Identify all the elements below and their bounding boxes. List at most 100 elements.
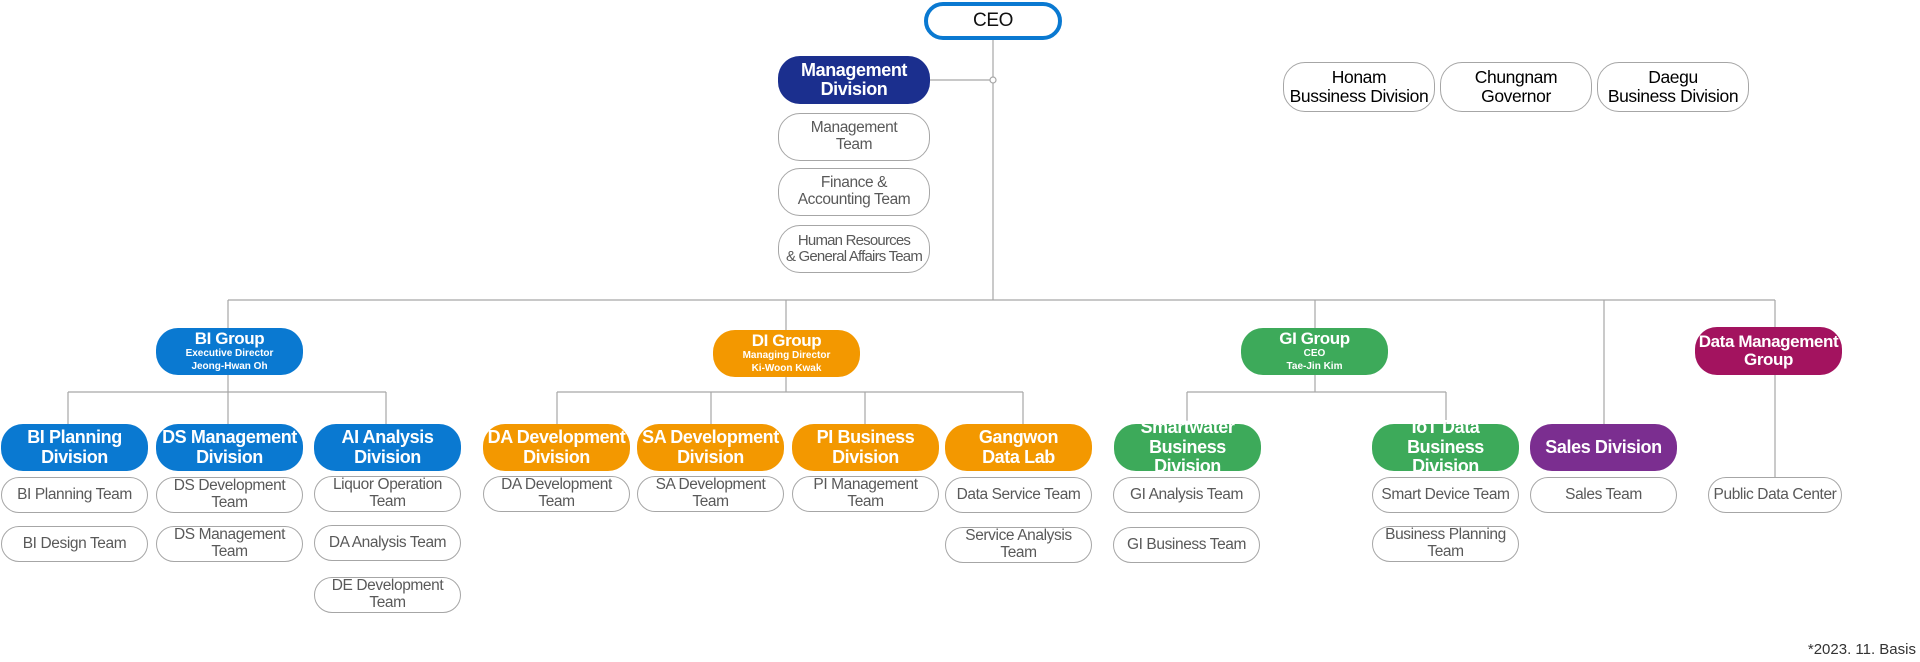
management-team-line1: Management	[810, 119, 898, 137]
gi-group-box: GI Group CEO Tae-Jin Kim	[1241, 328, 1388, 375]
ds-management-team-line1: DS Management	[173, 526, 286, 544]
di-group-name: DI Group	[751, 330, 822, 350]
sa-development-team: SA Development Team	[637, 476, 784, 512]
data-management-group-box: Data Management Group	[1695, 327, 1842, 375]
bi-planning-line1: BI Planning	[27, 427, 122, 448]
business-planning-team: Business Planning Team	[1372, 526, 1519, 562]
management-division-box: Management Division	[778, 56, 930, 104]
business-planning-team-line1: Business Planning	[1385, 526, 1506, 544]
da-analysis-team: DA Analysis Team	[314, 525, 461, 561]
gangwon-line2: Data Lab	[982, 446, 1055, 467]
pi-business-line2: Division	[832, 446, 899, 467]
data-service-team: Data Service Team	[945, 477, 1092, 513]
bi-group-name: BI Group	[194, 328, 265, 348]
sales-team: Sales Team	[1530, 477, 1677, 513]
ds-management-line2: Division	[196, 446, 263, 467]
business-planning-team-line2: Team	[1427, 543, 1464, 560]
de-development-team: DE Development Team	[314, 577, 461, 613]
da-development-team-line1: DA Development	[501, 476, 612, 494]
ds-management-team: DS Management Team	[156, 526, 303, 562]
ds-management-team-line2: Team	[211, 543, 248, 560]
smart-device-team-label: Smart Device Team	[1381, 485, 1510, 503]
finance-accounting-team: Finance & Accounting Team	[778, 168, 930, 216]
sa-development-division: SA Development Division	[637, 424, 784, 471]
public-data-center-label: Public Data Center	[1713, 485, 1837, 503]
gi-group-role: CEO	[1303, 348, 1326, 360]
pi-management-team-line2: Team	[847, 493, 884, 510]
sa-development-team-line2: Team	[692, 493, 729, 510]
bi-group-box: BI Group Executive Director Jeong-Hwan O…	[156, 328, 303, 375]
honam-business-division: Honam Bussiness Division	[1283, 62, 1435, 112]
honam-line2: Bussiness Division	[1289, 86, 1429, 106]
service-analysis-team-label: Service Analysis Team	[965, 527, 1072, 561]
smartwater-line1: Smartwater	[1140, 417, 1235, 438]
hr-team-line1: Human Resources	[797, 231, 911, 249]
iot-line2: Division	[1412, 456, 1479, 477]
chungnam-governor: Chungnam Governor	[1440, 62, 1592, 112]
de-development-team-line1: DE Development	[331, 577, 444, 595]
ai-analysis-line2: Division	[354, 446, 421, 467]
junction-dot	[989, 76, 997, 84]
pi-management-team: PI Management Team	[792, 476, 939, 512]
finance-team-line1: Finance &	[820, 174, 888, 192]
da-development-line1: DA Development	[487, 427, 626, 448]
iot-line1: IoT Data Business	[1407, 417, 1484, 457]
sa-development-line2: Division	[677, 446, 744, 467]
liquor-operation-team: Liquor Operation Team	[314, 476, 461, 512]
smartwater-business-division: Smartwater Business Division	[1114, 417, 1261, 476]
ds-development-team: DS Development Team	[156, 477, 303, 513]
bi-planning-team-label: BI Planning Team	[17, 485, 132, 503]
di-group-box: DI Group Managing Director Ki-Woon Kwak	[713, 330, 860, 377]
gi-analysis-team: GI Analysis Team	[1113, 477, 1260, 513]
bi-planning-line2: Division	[41, 446, 108, 467]
service-analysis-team: Service Analysis Team	[945, 527, 1092, 563]
da-development-team: DA Development Team	[483, 476, 630, 512]
ceo-label: CEO	[973, 9, 1013, 31]
gi-group-person: Tae-Jin Kim	[1286, 360, 1343, 372]
sa-development-team-line1: SA Development	[655, 476, 766, 494]
ds-development-team-line1: DS Development	[173, 477, 286, 495]
chungnam-line1: Chungnam	[1474, 67, 1558, 88]
sales-division-label: Sales Division	[1545, 436, 1662, 457]
pi-business-division: PI Business Division	[792, 424, 939, 471]
da-development-division: DA Development Division	[483, 424, 630, 471]
bi-planning-division: BI Planning Division	[1, 424, 148, 471]
liquor-team-line2: Team	[369, 493, 406, 510]
pi-management-team-line1: PI Management	[813, 476, 918, 494]
hr-general-affairs-team: Human Resources & General Affairs Team	[778, 225, 930, 273]
chungnam-line2: Governor	[1481, 86, 1551, 106]
data-service-team-label: Data Service Team	[956, 485, 1081, 503]
da-analysis-team-label: DA Analysis Team	[328, 533, 447, 551]
ds-management-division: DS Management Division	[156, 424, 303, 471]
bi-group-role: Executive Director	[185, 348, 274, 360]
di-group-person: Ki-Woon Kwak	[751, 362, 822, 374]
gi-analysis-team-label: GI Analysis Team	[1129, 485, 1244, 503]
data-management-line2: Group	[1744, 350, 1793, 369]
gangwon-data-lab: Gangwon Data Lab	[945, 424, 1092, 471]
di-group-role: Managing Director	[742, 350, 831, 362]
smartwater-line2: Business Division	[1149, 436, 1226, 477]
sales-division-box: Sales Division	[1530, 424, 1677, 471]
ds-development-team-line2: Team	[211, 494, 248, 511]
ai-analysis-line1: AI Analysis	[341, 427, 434, 448]
bi-design-team: BI Design Team	[1, 526, 148, 562]
daegu-line1: Daegu	[1648, 67, 1698, 88]
management-division-line1: Management	[800, 59, 908, 80]
public-data-center: Public Data Center	[1708, 477, 1842, 513]
daegu-business-division: Daegu Business Division	[1597, 62, 1749, 112]
gi-group-name: GI Group	[1279, 328, 1350, 348]
smart-device-team: Smart Device Team	[1372, 477, 1519, 513]
management-team: Management Team	[778, 113, 930, 161]
pi-business-line1: PI Business	[816, 427, 915, 448]
sales-team-label: Sales Team	[1565, 485, 1642, 503]
hr-team-line2: & General Affairs Team	[785, 248, 923, 265]
daegu-line2: Business Division	[1607, 86, 1739, 106]
honam-line1: Honam	[1331, 67, 1387, 88]
sa-development-line1: SA Development	[642, 427, 779, 448]
ai-analysis-division: AI Analysis Division	[314, 424, 461, 471]
da-development-line2: Division	[523, 446, 590, 467]
ds-management-line1: DS Management	[162, 427, 297, 448]
bi-design-team-label: BI Design Team	[22, 534, 127, 552]
